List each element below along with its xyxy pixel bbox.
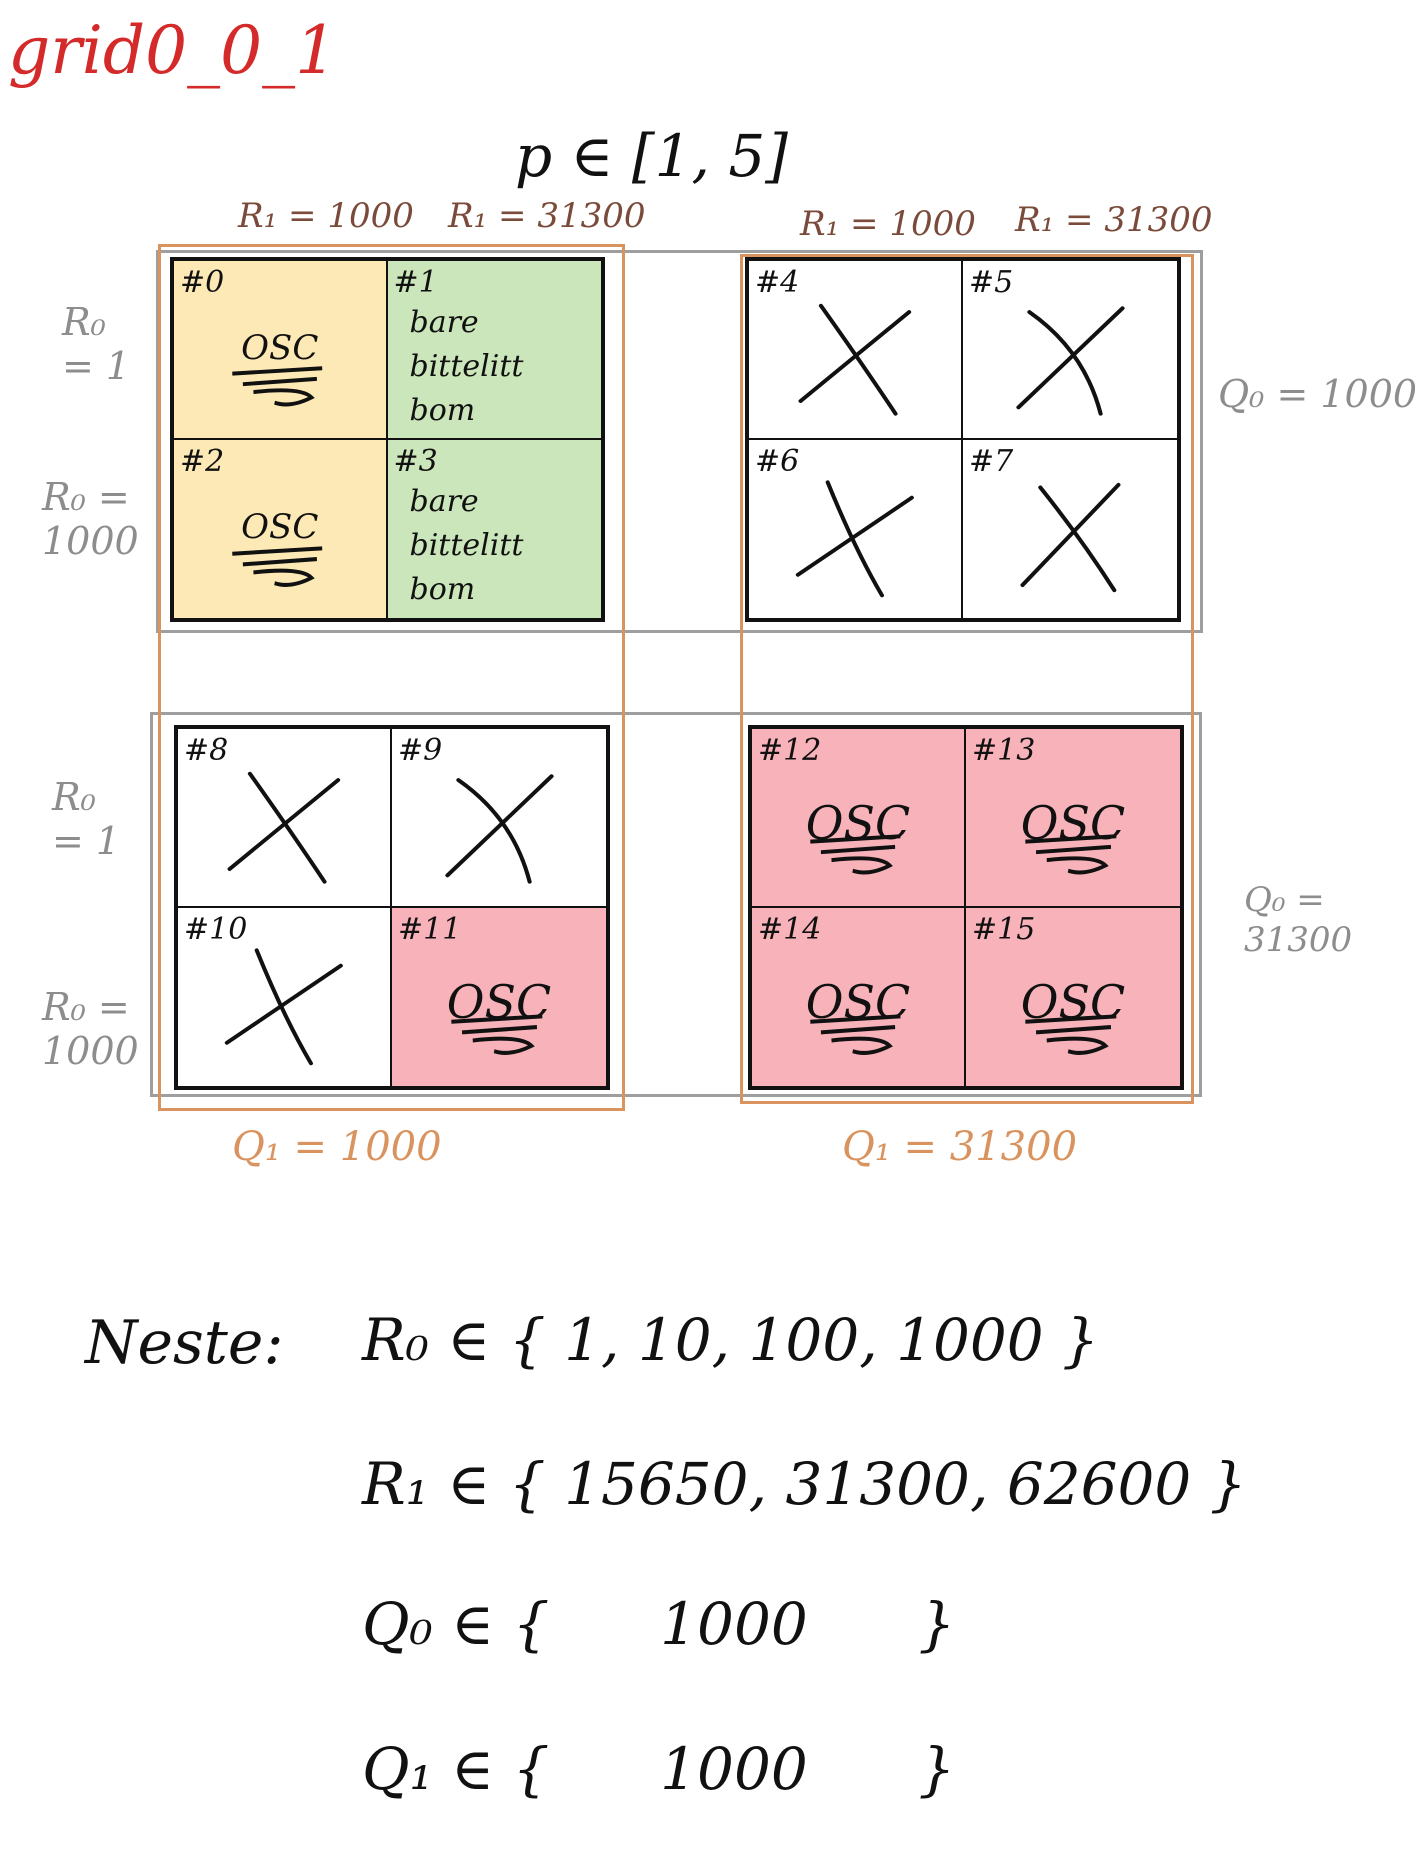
panel-top-right: #4 #5 #6 #7 bbox=[745, 257, 1181, 622]
r0-label-top-b: R₀ = 1000 bbox=[42, 475, 139, 563]
q1-label-left: Q₁ = 1000 bbox=[232, 1124, 442, 1170]
cell-number: #8 bbox=[184, 733, 229, 768]
cross-mark-icon bbox=[798, 303, 912, 416]
cell-9: #9 bbox=[392, 729, 606, 908]
cell-number: #11 bbox=[398, 911, 462, 947]
scribble-underline-icon bbox=[810, 1014, 901, 1055]
next-row-q1: Q₁ ∈ { 1000 } bbox=[362, 1735, 955, 1803]
cell-number: #9 bbox=[398, 733, 443, 768]
cell-number: #12 bbox=[758, 733, 822, 768]
cross-mark-icon bbox=[227, 771, 341, 884]
scribble-underline-icon bbox=[810, 834, 901, 875]
next-row-q1-set: ∈ { 1000 } bbox=[451, 1735, 956, 1803]
cell-6: #6 bbox=[749, 439, 963, 618]
r1-label-right-a: R₁ = 1000 bbox=[800, 204, 976, 244]
cell-number: #3 bbox=[393, 443, 438, 479]
q0-1000-frame bbox=[156, 250, 1203, 633]
cell-number: #15 bbox=[972, 911, 1036, 947]
next-row-r1-set: ∈ { 15650, 31300, 62600 } bbox=[447, 1450, 1247, 1518]
cell-number: #2 bbox=[180, 443, 225, 479]
cell-number: #5 bbox=[969, 265, 1014, 300]
note-text: bare bittelitt bom bbox=[409, 483, 524, 607]
next-row-q0-set: ∈ { 1000 } bbox=[451, 1590, 956, 1658]
cell-number: #10 bbox=[184, 911, 248, 947]
next-row-q0: Q₀ ∈ { 1000 } bbox=[362, 1590, 955, 1658]
cell-number: #1 bbox=[393, 265, 438, 300]
next-label: Neste: bbox=[85, 1308, 284, 1378]
scribble-underline-icon bbox=[1024, 1014, 1116, 1055]
cell-5: #5 bbox=[963, 261, 1177, 440]
scribble-underline-icon bbox=[232, 366, 323, 407]
q0-label-top: Q₀ = 1000 bbox=[1218, 372, 1418, 416]
r0-label-bottom-a: R₀ = 1 bbox=[52, 775, 121, 863]
cross-mark-icon bbox=[444, 774, 554, 884]
next-row-r1-var: R₁ bbox=[362, 1450, 429, 1518]
cell-number: #6 bbox=[755, 443, 800, 479]
cell-number: #0 bbox=[180, 265, 225, 300]
r1-label-left-a: R₁ = 1000 bbox=[238, 196, 414, 236]
next-row-q1-var: Q₁ bbox=[362, 1735, 433, 1803]
next-row-r0-set: ∈ { 1, 10, 100, 1000 } bbox=[447, 1306, 1100, 1374]
osc-label: OSC bbox=[241, 328, 319, 369]
q0-31300-frame bbox=[150, 712, 1202, 1097]
page-title: grid0_0_1 bbox=[8, 12, 338, 89]
q0-label-bottom: Q₀ = 31300 bbox=[1244, 880, 1353, 960]
cell-number: #13 bbox=[972, 733, 1036, 768]
scribble-underline-icon bbox=[232, 546, 323, 587]
scribble-underline-icon bbox=[1024, 834, 1116, 875]
next-row-r0-var: R₀ bbox=[362, 1306, 429, 1374]
cross-mark-icon bbox=[1020, 482, 1120, 592]
r1-label-right-b: R₁ = 31300 bbox=[1015, 200, 1213, 240]
r0-label-top-a: R₀ = 1 bbox=[62, 300, 131, 388]
q1-label-right: Q₁ = 31300 bbox=[842, 1124, 1078, 1170]
r1-label-left-b: R₁ = 31300 bbox=[448, 196, 646, 236]
osc-label: OSC bbox=[241, 507, 319, 548]
cell-7: #7 bbox=[963, 440, 1177, 619]
cell-number: #4 bbox=[755, 265, 800, 300]
cell-number: #7 bbox=[969, 443, 1014, 479]
cell-10: #10 bbox=[178, 907, 392, 1086]
scribble-underline-icon bbox=[450, 1014, 542, 1055]
p-range-label: p ∈ [1, 5] bbox=[515, 122, 788, 190]
cross-mark-icon bbox=[795, 479, 915, 597]
cell-number: #14 bbox=[758, 911, 822, 947]
note-text: bare bittelitt bom bbox=[409, 305, 524, 428]
next-row-q0-var: Q₀ bbox=[362, 1590, 433, 1658]
cross-mark-icon bbox=[224, 947, 344, 1065]
q1-1000-frame bbox=[158, 244, 625, 1111]
cross-mark-icon bbox=[1015, 306, 1125, 416]
next-row-r1: R₁ ∈ { 15650, 31300, 62600 } bbox=[362, 1450, 1247, 1518]
q1-31300-frame bbox=[740, 254, 1194, 1104]
r0-label-bottom-b: R₀ = 1000 bbox=[42, 985, 139, 1073]
cell-4: #4 bbox=[749, 261, 963, 440]
next-row-r0: R₀ ∈ { 1, 10, 100, 1000 } bbox=[362, 1306, 1099, 1374]
cell-8: #8 bbox=[178, 729, 392, 908]
cell-1: #1 bare bittelitt bom bbox=[387, 261, 601, 440]
cell-3: #3 bare bittelitt bom bbox=[387, 439, 601, 618]
